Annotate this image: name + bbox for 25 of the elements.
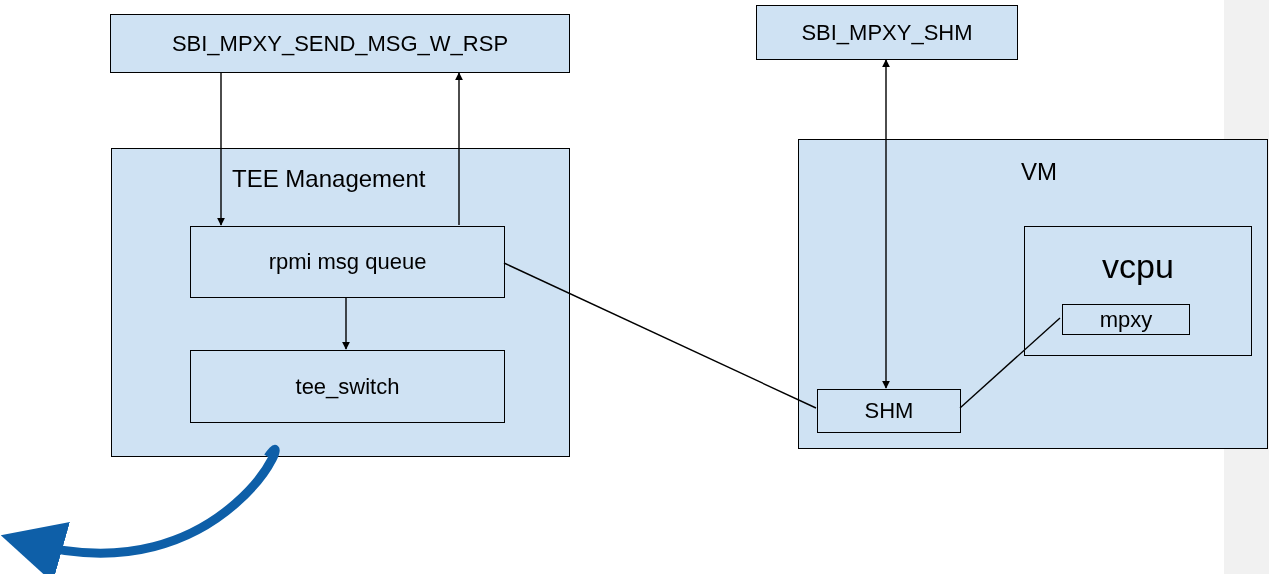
box-label: SHM [864, 398, 914, 424]
group-title: VM [1020, 158, 1058, 186]
curved-arrow [0, 446, 280, 574]
box-label: mpxy [1099, 306, 1153, 333]
process-box [756, 5, 1018, 60]
arrow [455, 72, 463, 226]
process-box [190, 226, 505, 298]
box-label: rpmi msg queue [268, 249, 427, 275]
box-label: SBI_MPXY_SEND_MSG_W_RSP [171, 30, 509, 57]
arrow [342, 296, 350, 350]
process-box [1062, 304, 1190, 335]
box-label: tee_switch [295, 373, 400, 400]
process-box [817, 389, 961, 433]
group-title: vcpu [1101, 247, 1175, 287]
process-box [110, 14, 570, 73]
group-title: TEE Management [232, 165, 426, 193]
connector-line [959, 317, 1061, 409]
arrow [217, 72, 225, 226]
box-label: SBI_MPXY_SHM [801, 19, 973, 46]
process-box [1024, 226, 1252, 356]
process-box [111, 148, 570, 457]
process-box [190, 350, 505, 423]
process-box [798, 139, 1268, 449]
arrow [882, 59, 890, 389]
connector-line [503, 262, 817, 409]
